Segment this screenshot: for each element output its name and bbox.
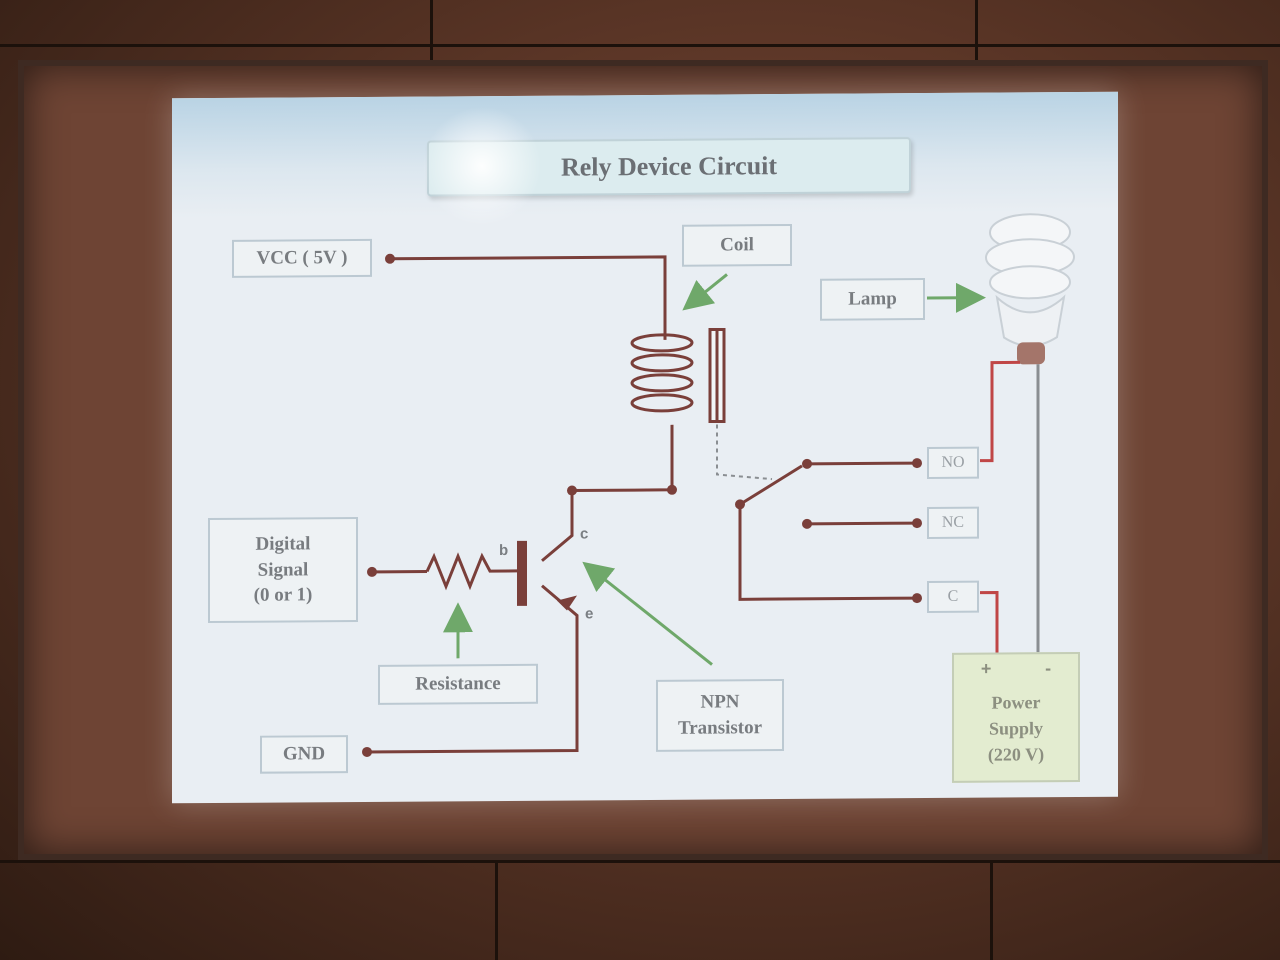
wall-seam-bottom (0, 860, 1280, 863)
power-supply-name: Power Supply (220 V) (954, 689, 1078, 768)
npn-line2: Transistor (677, 717, 763, 739)
terminal-nc: NC (927, 506, 979, 540)
terminal-no: NO (927, 446, 979, 480)
switch-arm (739, 464, 803, 506)
lamp-bulb (985, 213, 1075, 365)
digital-signal-label: Digital Signal (0 or 1) (208, 517, 358, 624)
digital-signal-line3: (0 or 1) (253, 584, 313, 607)
coil-symbol (630, 327, 726, 424)
collector-lead (541, 490, 574, 562)
wall-seam-right-bottom (990, 840, 993, 960)
transistor-base-bar (517, 540, 527, 606)
lamp-red-wire (980, 360, 1020, 463)
transistor-pin-base: b (499, 541, 509, 560)
wall-seam-left-bottom (495, 860, 498, 960)
power-supply-line1: Power (991, 692, 1041, 713)
power-supply-line3: (220 V) (987, 744, 1045, 765)
circuit-diagram (362, 213, 1075, 757)
vcc-label: VCC ( 5V ) (232, 238, 372, 278)
lamp-label: Lamp (820, 278, 925, 321)
npn-line1: NPN (700, 691, 740, 713)
npn-pointer-arrow (582, 561, 713, 666)
resistance-label: Resistance (378, 663, 538, 705)
digital-signal-line2: Signal (257, 559, 309, 581)
power-supply-line2: Supply (988, 718, 1044, 739)
transistor-pin-collector: c (580, 525, 589, 543)
wall-seam-left-top (430, 0, 433, 60)
wall-seam-top (0, 44, 1280, 47)
switch-nc-wire (807, 521, 917, 526)
emitter-arrowhead (557, 595, 577, 611)
coil-pointer-arrow (682, 273, 728, 311)
coil-linkage-dashed (716, 424, 773, 481)
transistor-pin-emitter: e (585, 605, 594, 623)
switch-no-wire (807, 461, 917, 466)
terminal-c: C (927, 580, 979, 614)
power-supply-polarity: + - (954, 658, 1078, 680)
slide: Rely Device Circuit (172, 91, 1118, 804)
vcc-wire (390, 255, 667, 340)
collector-to-coil-wire (572, 424, 674, 493)
gnd-label: GND (260, 735, 348, 774)
power-supply-plus: + (980, 658, 992, 679)
npn-transistor-label: NPN Transistor (656, 679, 784, 752)
power-supply-minus: - (1045, 658, 1052, 679)
digital-signal-line1: Digital (255, 533, 311, 555)
power-red-wire (980, 591, 999, 653)
circuit-nodes (362, 253, 922, 757)
resistor-symbol (425, 552, 517, 591)
switch-common-wire (738, 504, 917, 601)
power-supply-box: + - Power Supply (220 V) (952, 651, 1080, 783)
coil-label: Coil (682, 223, 792, 267)
wall-seam-right-top (975, 0, 978, 60)
